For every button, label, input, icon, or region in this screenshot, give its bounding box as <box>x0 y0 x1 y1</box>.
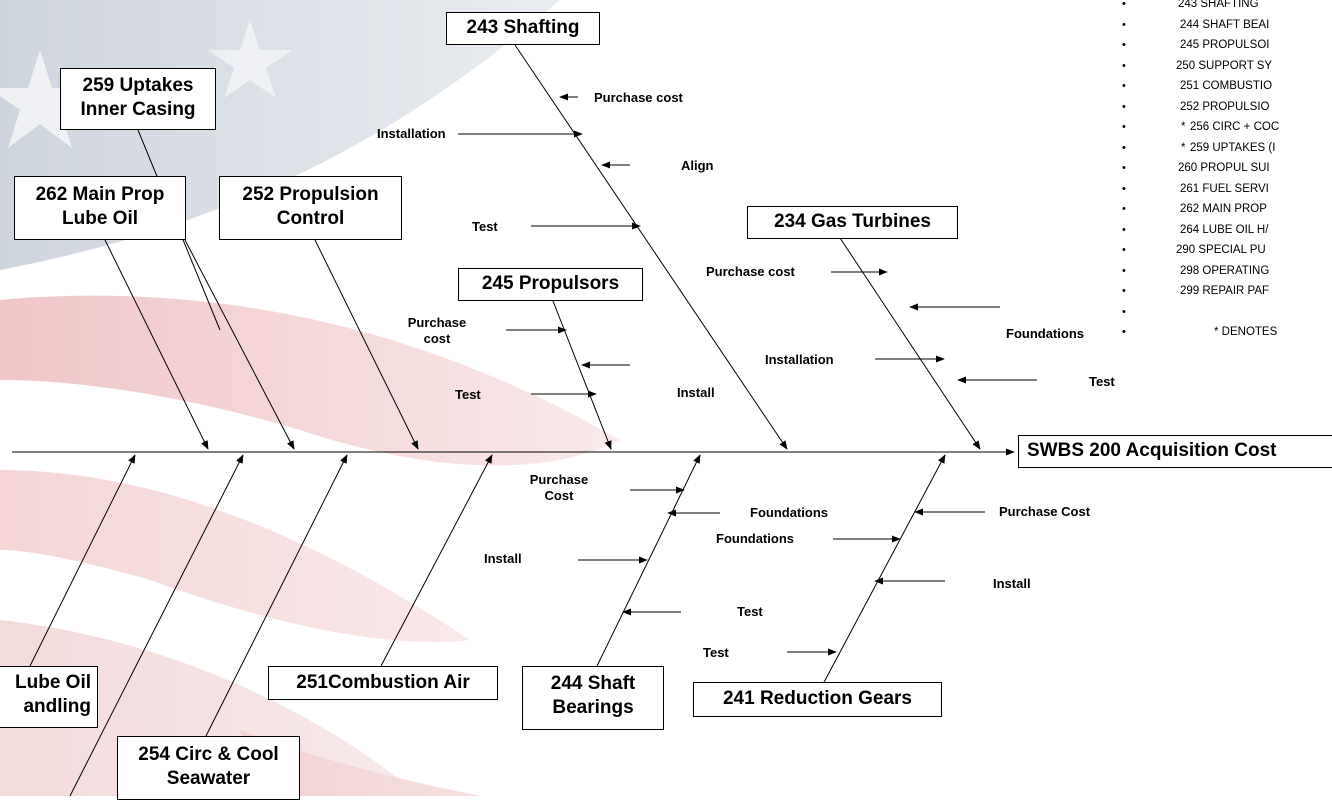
bullet-icon: • <box>1122 223 1126 236</box>
rib-lube-oil-handling <box>29 454 136 667</box>
box-243-shafting: 243 Shafting <box>446 12 600 45</box>
rib-shafting <box>514 44 788 450</box>
swbs-list-item-text: 250 SUPPORT SY <box>1176 59 1273 72</box>
bullet-icon: • <box>1122 326 1126 338</box>
label-shaft-bearings-install: Install <box>484 551 522 566</box>
swbs-list-item: • 299 REPAIR PAF <box>1118 281 1332 302</box>
swbs-list-item: • 290 SPECIAL PU <box>1118 240 1332 261</box>
label-shaft-bearings-purchase-cost: Purchase Cost <box>529 472 589 503</box>
label-shaft-bearings-test: Test <box>737 604 763 619</box>
box-241-reduction-gears: 241 Reduction Gears <box>693 682 942 717</box>
rib-gas-turbines <box>839 237 981 450</box>
bullet-icon: • <box>1122 264 1126 277</box>
swbs-list-item: • 252 PROPULSIO <box>1118 97 1332 118</box>
swbs-list-item-text: 256 CIRC + COC <box>1190 121 1280 133</box>
asterisk-marker: * <box>1181 141 1186 154</box>
bullet-icon: • <box>1122 285 1126 297</box>
box-251-combustion-air: 251Combustion Air <box>268 666 498 700</box>
bullet-icon: • <box>1122 59 1126 72</box>
swbs-list-item-text: 252 PROPULSIO <box>1180 100 1270 113</box>
label-gas-turbines-test: Test <box>1089 374 1115 389</box>
label-shafting-purchase-cost: Purchase cost <box>594 90 683 105</box>
swbs-list-item: • * DENOTES <box>1118 322 1332 343</box>
swbs-list-item: • 261 FUEL SERVI <box>1118 179 1332 200</box>
swbs-list-item: • 262 MAIN PROP <box>1118 199 1332 220</box>
rib-circ-cool-a <box>69 454 244 796</box>
label-propulsors-test: Test <box>455 387 481 402</box>
swbs-list-item: • * 259 UPTAKES (I <box>1118 138 1332 159</box>
label-reduction-gears-install: Install <box>993 576 1031 591</box>
swbs-list-item-text: 251 COMBUSTIO <box>1180 80 1273 92</box>
label-reduction-gears-foundations: Foundations <box>716 531 794 546</box>
swbs-list-item: • 260 PROPUL SUI <box>1118 158 1332 179</box>
rib-propulsors <box>552 300 612 450</box>
swbs-list-item-text: 290 SPECIAL PU <box>1176 244 1266 256</box>
swbs-list-item-text: 298 OPERATING <box>1180 264 1270 277</box>
box-lube-oil-handling: Lube Oil andling <box>0 666 98 728</box>
label-shafting-test: Test <box>472 219 498 234</box>
label-gas-turbines-purchase-cost: Purchase cost <box>706 264 795 279</box>
swbs-list-item-text: 245 PROPULSOI <box>1180 39 1270 51</box>
box-259-uptakes: 259 Uptakes Inner Casing <box>60 68 216 130</box>
label-shafting-installation: Installation <box>377 126 446 141</box>
label-reduction-gears-purchase-cost: Purchase Cost <box>999 504 1091 519</box>
swbs-list-item-text: 259 UPTAKES (I <box>1190 141 1276 154</box>
bullet-icon: • <box>1122 121 1126 133</box>
swbs-list-item: • 264 LUBE OIL H/ <box>1118 220 1332 241</box>
box-effect-swbs-200: SWBS 200 Acquisition Cost <box>1018 435 1332 468</box>
label-shafting-align: Align <box>681 158 714 173</box>
swbs-list-item: • 250 SUPPORT SY <box>1118 56 1332 77</box>
box-244-shaft-bearings: 244 Shaft Bearings <box>522 666 664 730</box>
label-shaft-bearings-foundations: Foundations <box>750 505 828 520</box>
label-propulsors-install: Install <box>677 385 715 400</box>
box-245-propulsors: 245 Propulsors <box>458 268 643 301</box>
bullet-icon: • <box>1122 203 1126 215</box>
swbs-list-item-text: 264 LUBE OIL H/ <box>1180 223 1269 236</box>
swbs-list-item-text: 260 PROPUL SUI <box>1178 162 1270 174</box>
swbs-list: • 243 SHAFTING • 244 SHAFT BEAI • 245 PROPULS… <box>1118 0 1332 343</box>
rib-combustion-air <box>380 454 493 667</box>
swbs-list-item-text: 261 FUEL SERVI <box>1180 182 1269 195</box>
swbs-list-item: • * 256 CIRC + COC <box>1118 117 1332 138</box>
bullet-icon: • <box>1122 0 1126 10</box>
bullet-icon: • <box>1122 182 1126 195</box>
swbs-list-item: • 245 PROPULSOI <box>1118 35 1332 56</box>
asterisk-marker: * <box>1181 121 1186 133</box>
swbs-list-item-text: 262 MAIN PROP <box>1180 203 1267 215</box>
bullet-icon: • <box>1122 80 1126 92</box>
swbs-list-item-text: * DENOTES <box>1214 326 1278 338</box>
rib-main-prop-lube <box>104 239 209 450</box>
bullet-icon: • <box>1122 39 1126 51</box>
swbs-list-item-text: 299 REPAIR PAF <box>1180 285 1270 297</box>
box-254-circ-cool-seawater: 254 Circ & Cool Seawater <box>117 736 300 800</box>
bullet-icon: • <box>1122 162 1126 174</box>
label-gas-turbines-foundations: Foundations <box>1006 326 1084 341</box>
box-262-main-prop-lube-oil: 262 Main Prop Lube Oil <box>14 176 186 240</box>
label-propulsors-purchase-cost: Purchase cost <box>407 315 467 346</box>
rib-propulsion-control-2 <box>314 239 419 450</box>
bullet-icon: • <box>1122 305 1126 318</box>
label-gas-turbines-installation: Installation <box>765 352 834 367</box>
swbs-list-item: • <box>1118 302 1332 323</box>
box-234-gas-turbines: 234 Gas Turbines <box>747 206 958 239</box>
swbs-list-item: • 244 SHAFT BEAI <box>1118 15 1332 36</box>
swbs-list-item-text: 243 SHAFTING <box>1178 0 1259 10</box>
swbs-list-item-text: 244 SHAFT BEAI <box>1180 18 1270 31</box>
box-252-propulsion-control: 252 Propulsion Control <box>219 176 402 240</box>
bullet-icon: • <box>1122 244 1126 256</box>
bullet-icon: • <box>1122 18 1126 31</box>
swbs-list-item: • 298 OPERATING <box>1118 261 1332 282</box>
bullet-icon: • <box>1122 100 1126 113</box>
swbs-list-item: • 251 COMBUSTIO <box>1118 76 1332 97</box>
rib-reduction-gears <box>821 454 946 687</box>
rib-circ-cool-b <box>205 454 348 737</box>
rib-propulsion-control <box>184 239 295 450</box>
label-reduction-gears-test: Test <box>703 645 729 660</box>
swbs-list-item: • 243 SHAFTING <box>1118 0 1332 15</box>
bullet-icon: • <box>1122 141 1126 154</box>
